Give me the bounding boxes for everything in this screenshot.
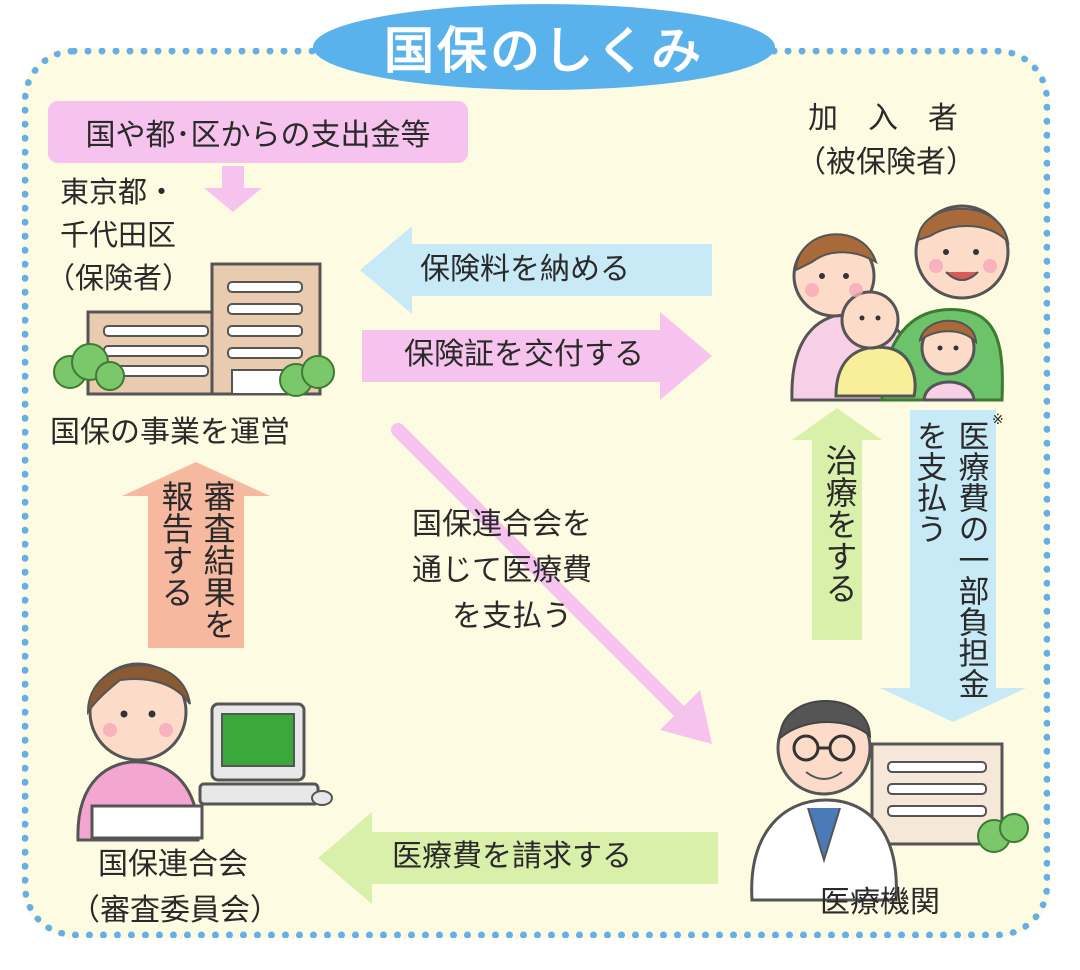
via-federation-arrow bbox=[391, 423, 712, 744]
copay-footnote-mark: ※ bbox=[992, 412, 1004, 428]
report-label-col1: 審査結果を bbox=[198, 480, 237, 640]
pay-premium-label: 保険料を納める bbox=[420, 252, 630, 287]
doctor-illustration bbox=[750, 700, 1029, 902]
hospital-label-clip: 医療機関 bbox=[820, 886, 990, 916]
treatment-label: 治療をする bbox=[820, 444, 859, 604]
issue-card-label: 保険証を交付する bbox=[404, 337, 644, 372]
report-label-col2: 報告する bbox=[156, 480, 195, 608]
insurer-label-line1: 東京都・ bbox=[60, 175, 177, 209]
insurer-label-line2: 千代田区 bbox=[60, 218, 177, 252]
clerk-illustration bbox=[76, 662, 333, 842]
via-federation-line1: 国保連合会を bbox=[412, 507, 592, 542]
funding-label: 国や都･区からの支出金等 bbox=[85, 118, 431, 153]
hospital-label: 医療機関 bbox=[820, 886, 940, 916]
claim-label: 医療費を請求する bbox=[392, 839, 632, 874]
copay-label-col1: 医療費の一部負担金 bbox=[952, 420, 989, 699]
insured-label-line1: 加 入 者 bbox=[808, 101, 958, 136]
via-federation-line3: を支払う bbox=[452, 599, 572, 634]
issue-card-arrow bbox=[362, 312, 712, 400]
claim-left-arrow bbox=[318, 812, 718, 904]
via-federation-line2: 通じて医療費 bbox=[412, 553, 592, 588]
funding-down-arrow bbox=[204, 166, 262, 212]
insurer-label-line3: （保険者） bbox=[46, 261, 192, 295]
family-illustration bbox=[790, 204, 1010, 402]
report-up-arrow bbox=[122, 462, 270, 648]
federation-label-line1: 国保連合会 bbox=[98, 847, 248, 882]
ward-office-building bbox=[53, 262, 335, 397]
funding-box: 国や都･区からの支出金等 bbox=[48, 101, 468, 163]
treatment-up-arrow bbox=[792, 408, 882, 640]
copay-down-arrow bbox=[880, 410, 1026, 722]
diagram-title: 国保のしくみ bbox=[313, 4, 775, 90]
insurer-operate-label: 国保の事業を運営 bbox=[50, 415, 290, 450]
insured-label-line2: （被保険者） bbox=[796, 145, 976, 180]
pay-premium-arrow bbox=[360, 226, 712, 314]
federation-label-line2: （審査委員会） bbox=[70, 893, 280, 928]
copay-label-col2: を支払う bbox=[910, 420, 947, 544]
